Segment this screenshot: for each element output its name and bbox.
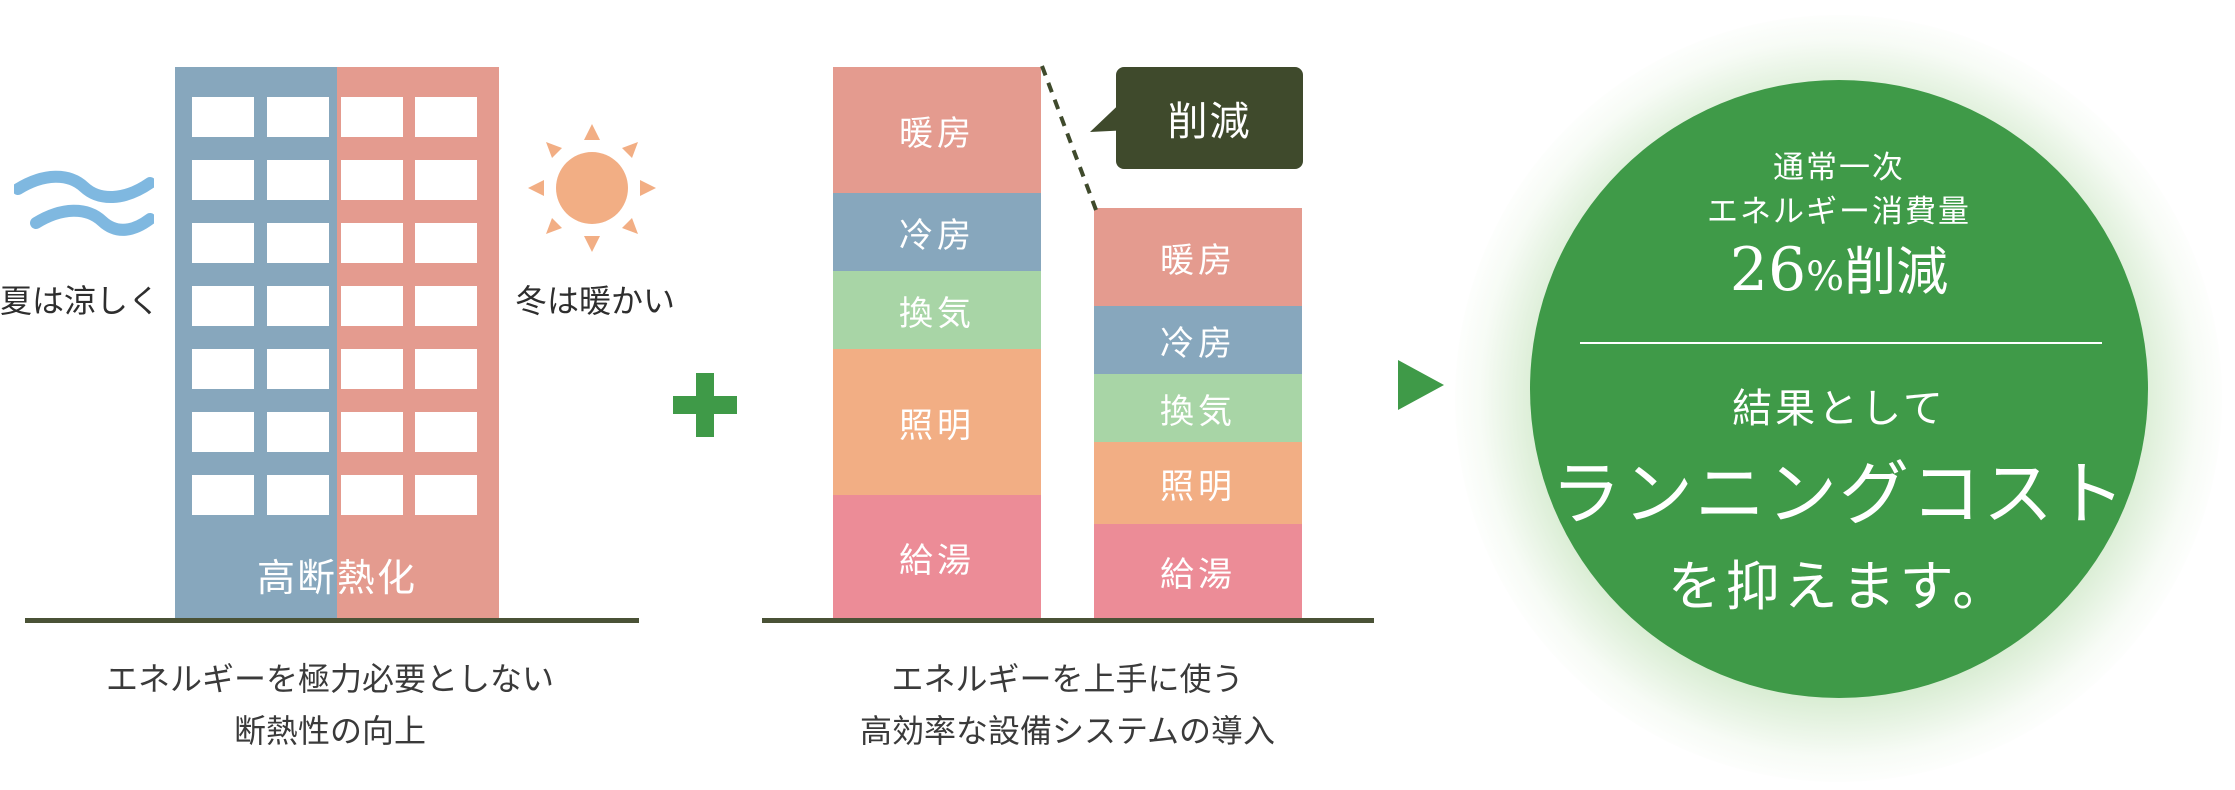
winter-label: 冬は暖かい [515, 282, 676, 320]
building-window [415, 97, 477, 137]
reduction-badge: 削減 [1116, 67, 1303, 169]
building-window [341, 475, 403, 515]
result-percent-number: 26 [1729, 235, 1807, 305]
reduction-dashed-line [1040, 65, 1130, 211]
insulation-caption-line2: 断熱性の向上 [233, 712, 426, 750]
bar-segment: 暖房 [1094, 208, 1302, 306]
building-window [267, 412, 329, 452]
insulation-caption-line1: エネルギーを極力必要としない [105, 660, 554, 698]
building-window [415, 349, 477, 389]
bar-segment-label: 照明 [899, 405, 975, 446]
bar-segment: 照明 [1094, 442, 1302, 524]
result-percent-suffix: 削減 [1844, 243, 1949, 303]
equipment-caption: エネルギーを上手に使う 高効率な設備システムの導入 [760, 653, 1375, 757]
bar-segment-label: 冷房 [1160, 323, 1236, 364]
building-window [415, 223, 477, 263]
summer-label: 夏は涼しく [0, 282, 161, 320]
building-window [192, 97, 254, 137]
ground-line [762, 618, 1374, 623]
bar-segment: 冷房 [833, 193, 1041, 271]
bar-segment-label: 換気 [1160, 391, 1236, 432]
building-window [267, 349, 329, 389]
result-running-cost: ランニングコスト [1551, 453, 2127, 535]
building-window [267, 160, 329, 200]
building-window [267, 475, 329, 515]
building-window [341, 412, 403, 452]
building-window [192, 286, 254, 326]
building-window [341, 160, 403, 200]
building-window [415, 412, 477, 452]
result-line-2: エネルギー消費量 [1707, 194, 1971, 230]
building-illustration: 高断熱化 [175, 67, 499, 619]
building-window [341, 97, 403, 137]
wave-icon [14, 170, 154, 236]
building-window [192, 412, 254, 452]
sun-icon [528, 124, 656, 252]
building-window [415, 160, 477, 200]
bar-segment: 照明 [833, 349, 1041, 495]
arrow-right-icon [1398, 360, 1444, 410]
plus-icon [673, 373, 737, 437]
bar-segment-label: 換気 [899, 293, 975, 334]
building-window [192, 223, 254, 263]
building-window [415, 286, 477, 326]
ground-line [25, 618, 639, 623]
bar-segment-label: 給湯 [899, 540, 975, 581]
building-window [192, 160, 254, 200]
building-window [192, 475, 254, 515]
building-window [267, 97, 329, 137]
bar-segment: 給湯 [1094, 524, 1302, 619]
result-line-4: 結果として [1732, 386, 1946, 432]
bar-segment-label: 照明 [1160, 466, 1236, 507]
building-right-half [337, 67, 499, 619]
building-left-half [175, 67, 337, 619]
building-window [267, 223, 329, 263]
insulation-caption: エネルギーを極力必要としない 断熱性の向上 [20, 653, 640, 757]
building-window [415, 475, 477, 515]
bar-segment: 冷房 [1094, 306, 1302, 374]
building-window [341, 223, 403, 263]
building-window [192, 349, 254, 389]
building-window [267, 286, 329, 326]
bar-segment: 換気 [1094, 374, 1302, 442]
result-reduction-rate: 26%削減 [1530, 230, 2148, 305]
result-line-6: を抑えます。 [1667, 555, 2011, 618]
building-window [341, 349, 403, 389]
building-window [341, 286, 403, 326]
equipment-bar-before: 暖房冷房換気照明給湯 [833, 67, 1041, 619]
equipment-caption-line2: 高効率な設備システムの導入 [859, 712, 1276, 750]
result-line-1: 通常一次 [1773, 150, 1905, 186]
building-label: 高断熱化 [256, 556, 417, 600]
equipment-caption-line1: エネルギーを上手に使う [891, 660, 1244, 698]
bar-segment-label: 暖房 [1160, 240, 1236, 281]
result-divider [1580, 342, 2102, 344]
equipment-bar-after: 暖房冷房換気照明給湯 [1094, 208, 1302, 619]
result-percent-unit: % [1806, 254, 1845, 300]
bar-segment: 暖房 [833, 67, 1041, 193]
bar-segment-label: 給湯 [1160, 555, 1236, 595]
bar-segment: 換気 [833, 271, 1041, 349]
bar-segment-label: 冷房 [899, 215, 975, 256]
bar-segment: 給湯 [833, 495, 1041, 619]
result-circle: 通常一次 エネルギー消費量 26%削減 結果として ランニングコスト を抑えます… [1530, 80, 2148, 698]
bar-segment-label: 暖房 [899, 113, 975, 154]
